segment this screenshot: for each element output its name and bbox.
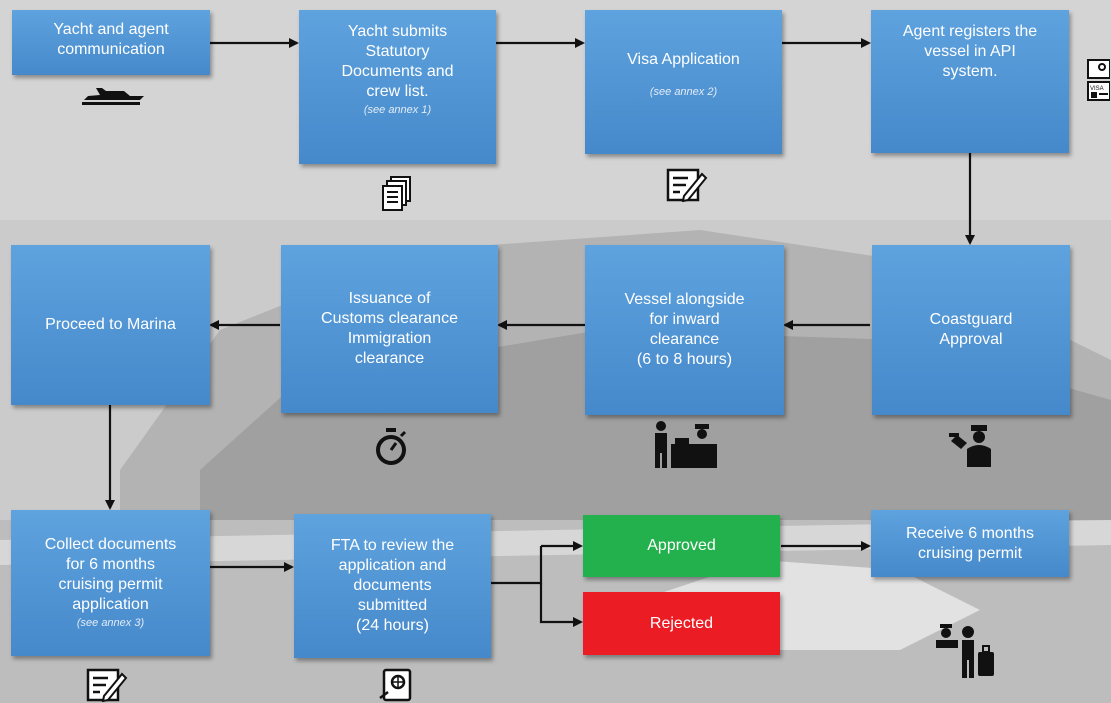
svg-text:VISA: VISA xyxy=(1090,86,1104,92)
step-line: (6 to 8 hours) xyxy=(636,351,733,368)
step-line: FTA to review the xyxy=(330,537,455,554)
step-line: Yacht and agent xyxy=(53,21,169,38)
step-line: Issuance of xyxy=(348,290,431,307)
step-line: clearance xyxy=(649,331,720,348)
step-line: application and xyxy=(338,557,447,574)
step-line: documents xyxy=(353,577,432,594)
step-line: for 6 months xyxy=(66,556,155,573)
step-line: Proceed to Marina xyxy=(45,316,176,333)
step-line: Approval xyxy=(939,331,1003,348)
step-line: cruising permit xyxy=(58,576,163,593)
step-issuance-clearance: Issuance of Customs clearance Immigratio… xyxy=(281,245,498,413)
step-line: system. xyxy=(942,63,998,80)
step-line: Yacht submits xyxy=(347,23,448,40)
officer-stamp-icon xyxy=(949,425,991,467)
step-line: submitted xyxy=(357,597,428,614)
step-fta-review: FTA to review the application and docume… xyxy=(294,514,491,658)
form-edit-icon-2 xyxy=(86,668,128,702)
visa-id-icon: VISA xyxy=(1087,59,1110,101)
traveler-icon xyxy=(936,624,994,678)
step-line: Immigration xyxy=(347,330,432,347)
form-edit-icon xyxy=(666,168,708,202)
step-line: Customs clearance xyxy=(321,310,458,327)
status-approved: Approved xyxy=(583,515,780,577)
step-note: (see annex 1) xyxy=(363,104,432,116)
step-line: Agent registers the xyxy=(902,23,1038,40)
step-statutory-documents: Yacht submits Statutory Documents and cr… xyxy=(299,10,496,164)
step-line: clearance xyxy=(354,350,425,367)
status-rejected: Rejected xyxy=(583,592,780,655)
step-line: communication xyxy=(57,41,165,58)
step-line: Receive 6 months xyxy=(905,524,1035,542)
yacht-icon xyxy=(82,88,144,105)
step-note: (see annex 2) xyxy=(649,86,718,98)
step-receive-permit: Receive 6 months cruising permit xyxy=(871,510,1069,577)
step-line: Approved xyxy=(647,537,716,554)
step-proceed-to-marina: Proceed to Marina xyxy=(11,245,210,405)
stopwatch-icon xyxy=(376,428,407,465)
passport-icon xyxy=(379,668,412,702)
step-line: Rejected xyxy=(649,614,714,632)
step-coastguard-approval: Coastguard Approval xyxy=(872,245,1070,415)
customs-counter-icon xyxy=(655,421,717,468)
step-visa-application: Visa Application (see annex 2) xyxy=(585,10,782,154)
step-line: Visa Application xyxy=(627,51,740,68)
step-note: (see annex 3) xyxy=(76,617,145,629)
step-line: (24 hours) xyxy=(356,617,429,634)
documents-icon xyxy=(382,176,411,211)
step-agent-registers: Agent registers the vessel in API system… xyxy=(871,10,1069,153)
step-line: Vessel alongside xyxy=(624,291,745,308)
step-line: Coastguard xyxy=(929,311,1013,328)
step-collect-documents: Collect documents for 6 months cruising … xyxy=(11,510,210,656)
step-vessel-alongside: Vessel alongside for inward clearance (6… xyxy=(585,245,784,415)
step-line: application xyxy=(72,596,149,613)
step-line: Collect documents xyxy=(44,536,177,553)
step-yacht-agent-communication: Yacht and agent communication xyxy=(12,10,210,75)
step-line: Statutory xyxy=(365,43,430,60)
step-line: Documents and xyxy=(341,63,454,80)
step-line: vessel in API xyxy=(924,43,1016,60)
step-line: crew list. xyxy=(366,83,429,100)
step-line: cruising permit xyxy=(917,544,1023,562)
step-line: for inward xyxy=(649,311,720,328)
